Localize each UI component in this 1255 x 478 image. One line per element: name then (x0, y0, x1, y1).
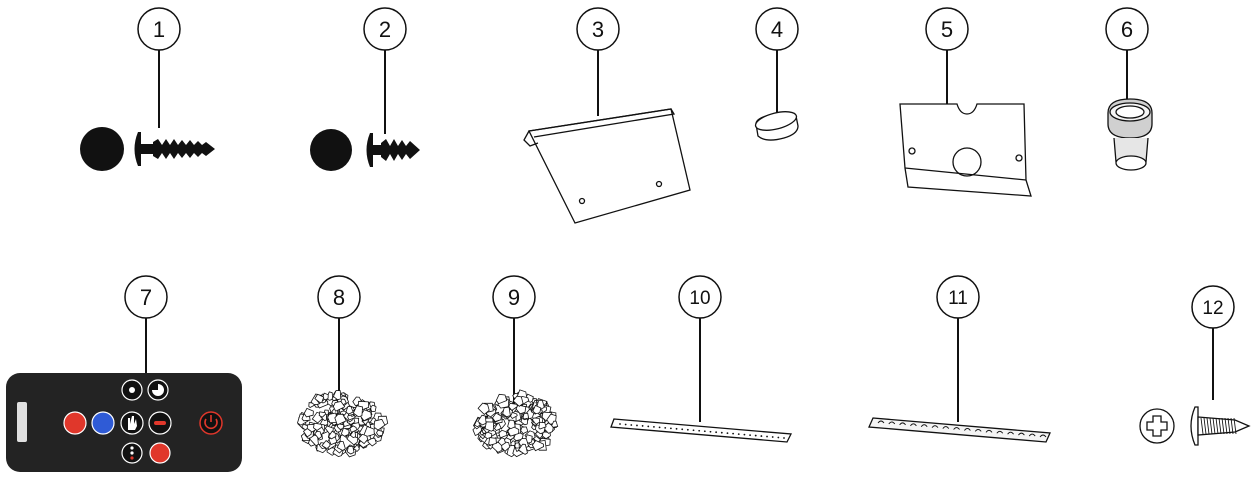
callout-3-number: 3 (592, 17, 604, 42)
timer-icon (147, 379, 169, 401)
part-9-ember-wool (472, 389, 559, 458)
part-11-strip (868, 417, 1051, 443)
callout-9: 9 (492, 275, 536, 410)
part-3-angled-bracket (523, 108, 691, 224)
heat-icon (149, 442, 171, 464)
part-7-remote-control-panel (6, 373, 242, 472)
part-8-ember-wool (297, 390, 389, 458)
callout-1: 1 (137, 7, 181, 128)
level-dots-icon (121, 442, 143, 464)
callout-7-number: 7 (140, 285, 152, 310)
callout-4-number: 4 (771, 17, 783, 42)
brightness-icon (121, 379, 143, 401)
part-12-screw (1139, 406, 1251, 446)
part-5-mounting-plate (899, 103, 1032, 197)
callout-8: 8 (317, 275, 361, 410)
callout-4: 4 (755, 7, 799, 115)
callout-2-number: 2 (379, 17, 391, 42)
callout-10-number: 10 (689, 288, 710, 309)
callout-9-number: 9 (508, 285, 520, 310)
part-6-bushing (1107, 98, 1153, 171)
callout-7: 7 (124, 275, 168, 375)
phillips-head-icon (1139, 408, 1175, 444)
part-2-short-screw-with-cap (310, 129, 420, 171)
callout-10: 10 (678, 275, 722, 422)
flame-blue-icon (91, 411, 115, 435)
callout-12: 12 (1191, 285, 1235, 400)
callout-3: 3 (576, 7, 620, 116)
callout-8-number: 8 (333, 285, 345, 310)
callout-2: 2 (363, 7, 407, 134)
brand-label-icon (17, 402, 27, 442)
thermometer-icon (148, 411, 172, 435)
callout-11: 11 (936, 275, 980, 422)
part-4-round-cap (754, 111, 799, 141)
callout-12-number: 12 (1202, 298, 1223, 319)
hand-icon (120, 411, 144, 435)
callout-11-number: 11 (948, 288, 968, 309)
callout-6: 6 (1105, 7, 1149, 100)
callout-6-number: 6 (1121, 17, 1133, 42)
callout-5-number: 5 (941, 17, 953, 42)
callout-5: 5 (925, 7, 969, 104)
power-icon (199, 411, 223, 435)
flame-red-icon (63, 411, 87, 435)
part-1-screw-with-cap (80, 127, 215, 171)
callout-1-number: 1 (153, 17, 165, 42)
part-10-strip (610, 418, 793, 443)
